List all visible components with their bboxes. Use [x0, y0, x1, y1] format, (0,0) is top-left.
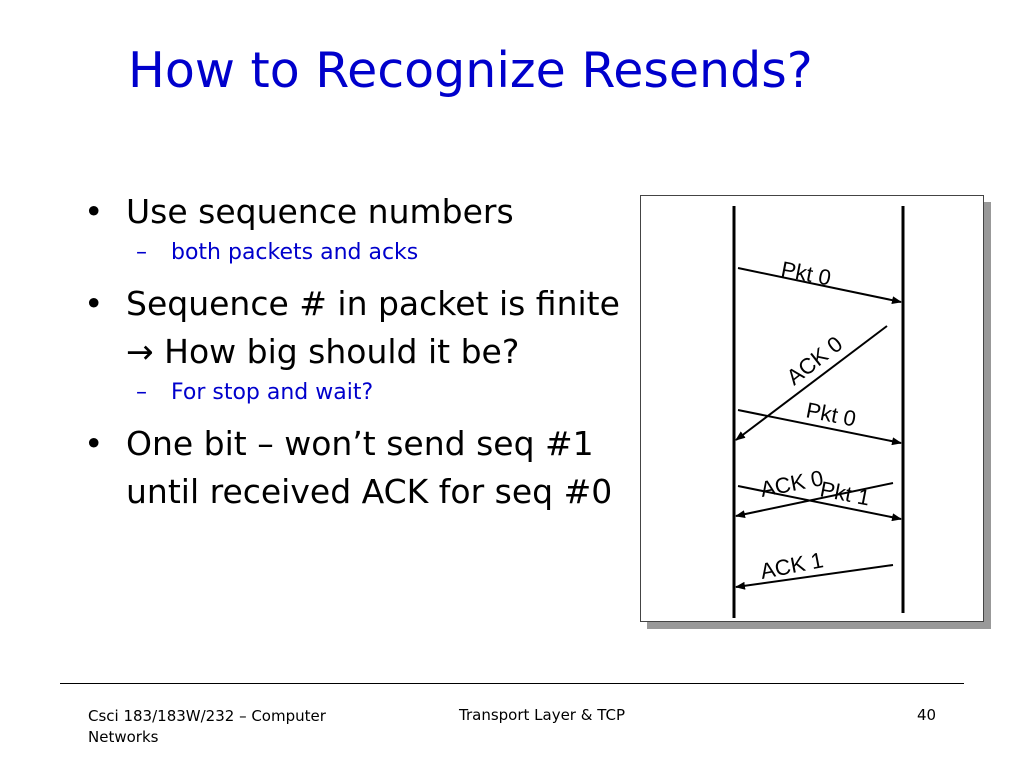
sub-bullet-item: – both packets and acks	[84, 236, 624, 270]
sub-bullet-text: For stop and wait?	[171, 380, 374, 405]
bullet-text: One bit – won’t send seq #1 until receiv…	[126, 424, 613, 511]
pkt0-resend-label: Pkt 0	[804, 397, 858, 431]
bullet-text: Use sequence numbers	[126, 192, 514, 231]
pkt1-arrow	[737, 485, 902, 522]
bullet-list: • Use sequence numbers – both packets an…	[84, 188, 624, 516]
pkt1-label: Pkt 1	[818, 476, 872, 510]
bullet-text: Sequence # in packet is finite → How big…	[126, 284, 620, 371]
pkt0-resend-arrow	[737, 409, 902, 446]
bullet-item: • Sequence # in packet is finite → How b…	[84, 280, 624, 376]
footer-divider	[60, 683, 964, 684]
footer-course: Csci 183/183W/232 – Computer Networks	[88, 707, 326, 746]
dash-icon: –	[136, 240, 147, 265]
dash-icon: –	[136, 380, 147, 405]
bullet-item: • One bit – won’t send seq #1 until rece…	[84, 420, 624, 516]
page-number: 40	[917, 706, 937, 724]
bullet-icon: •	[84, 192, 104, 231]
bullet-icon: •	[84, 424, 104, 463]
sub-bullet-item: – For stop and wait?	[84, 376, 624, 410]
sub-bullet-text: both packets and acks	[171, 240, 419, 265]
timing-diagram-svg: Pkt 0 ACK 0 Pkt 0 ACK 0 Pkt 1 ACK 1	[732, 206, 905, 618]
ack0-arrow	[735, 325, 888, 441]
ack1-arrow	[735, 564, 894, 590]
bullet-icon: •	[84, 284, 104, 323]
pkt0-label: Pkt 0	[779, 256, 833, 290]
bullet-item: • Use sequence numbers	[84, 188, 624, 236]
footer-topic: Transport Layer & TCP	[459, 706, 626, 724]
pkt0-arrow	[737, 267, 902, 305]
slide-title: How to Recognize Resends?	[128, 42, 813, 99]
timing-diagram: Pkt 0 ACK 0 Pkt 0 ACK 0 Pkt 1 ACK 1	[640, 195, 984, 622]
ack0-dup-arrow	[735, 482, 894, 519]
